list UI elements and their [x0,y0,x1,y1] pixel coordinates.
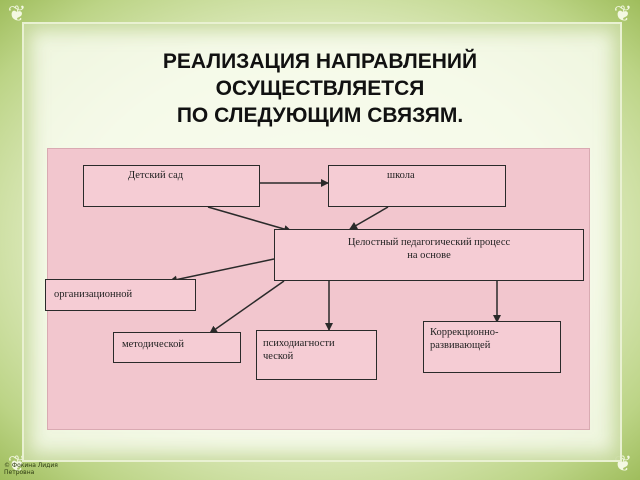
arrow-process-methodical [209,280,285,334]
organizational-label: организационной [54,289,133,300]
ornament-icon: ❦ [7,452,27,477]
title-line: ПО СЛЕДУЮЩИМ СВЯЗЯМ. [176,104,464,127]
psycho-label-line1: психодиагности [263,338,335,349]
process-box: Целостный педагогический процесс на осно… [274,229,584,281]
arrow-school-process [349,206,389,230]
correction-box: Коррекционно- развивающей [423,321,561,373]
diagram-arrows [169,179,501,334]
slide-title: РЕАЛИЗАЦИЯ НАПРАВЛЕНИЙ ОСУЩЕСТВЛЯЕТСЯ ПО… [60,48,580,129]
copyright-note: © Фокина Лидия Петровна [4,462,58,476]
kindergarten-box: Детский сад [83,165,260,207]
correction-label-line1: Коррекционно- [430,327,499,338]
organizational-box: организационной [45,279,196,311]
ornament-icon: ❦ [613,2,633,27]
ornament-icon: ❦ [7,2,27,27]
psycho-label-line2: ческой [263,351,294,362]
process-label-line1: Целостный педагогический процесс [347,237,511,248]
psycho-box: психодиагности ческой [256,330,377,380]
arrow-kindergarten-process [207,206,292,233]
school-label: школа [387,170,415,181]
title-line: ОСУЩЕСТВЛЯЕТСЯ [215,77,425,100]
kindergarten-label: Детский сад [128,170,184,181]
arrow-process-organizational [169,258,275,284]
school-box: школа [328,165,506,207]
title-line: РЕАЛИЗАЦИЯ НАПРАВЛЕНИЙ [162,50,478,73]
process-label-line2: на основе [407,250,451,261]
correction-label-line2: развивающей [430,340,491,351]
methodical-box: методической [113,332,241,363]
diagram: Детский сад школа Целостный педагогическ… [45,148,590,430]
methodical-label: методической [122,339,184,350]
